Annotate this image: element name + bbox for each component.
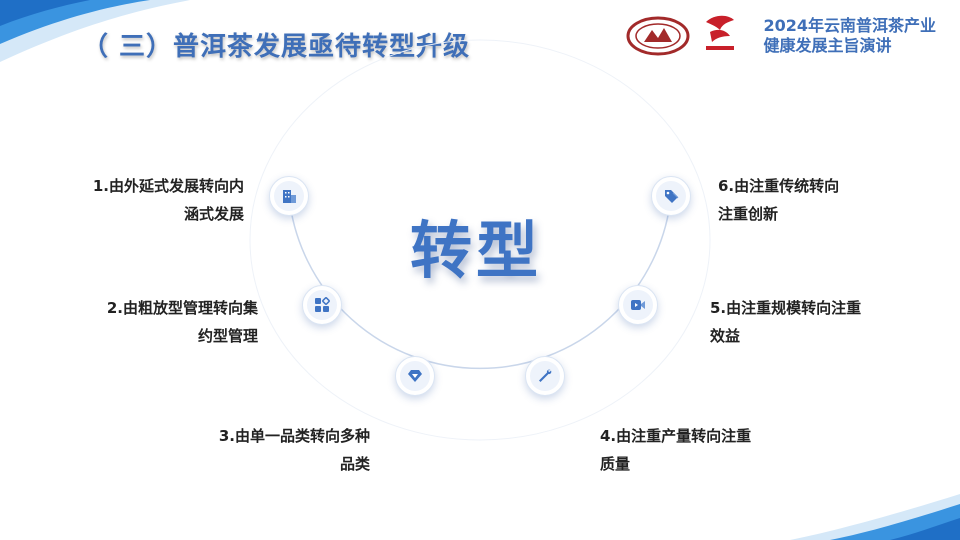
item-5-line1: 5.由注重规模转向注重: [710, 299, 862, 317]
item-6-line2: 注重创新: [718, 205, 779, 223]
node-4: [525, 356, 565, 396]
node-2: [302, 285, 342, 325]
apps-grid-icon: [315, 297, 330, 312]
wrench-icon: [539, 369, 552, 382]
association-seal-logo: [626, 16, 690, 56]
item-6-label: 6.由注重传统转向 注重创新: [718, 172, 839, 228]
price-tag-icon: [665, 190, 679, 203]
node-1: [269, 176, 309, 216]
transformation-keyword: 转型: [410, 214, 543, 287]
item-3-line1: 3.由单一品类转向多种: [218, 427, 370, 445]
item-5-label: 5.由注重规模转向注重 效益: [710, 294, 861, 350]
video-camera-icon: [631, 300, 645, 310]
item-2-line1: 2.由粗放型管理转向集: [106, 299, 258, 317]
event-title: 2024年云南普洱茶产业 健康发展主旨演讲: [763, 16, 936, 56]
item-4-label: 4.由注重产量转向注重 质量: [600, 422, 751, 478]
item-5-line2: 效益: [710, 327, 741, 345]
item-1-label: 1.由外延式发展转向内 涵式发展: [93, 172, 244, 228]
item-2-label: 2.由粗放型管理转向集 约型管理: [107, 294, 258, 350]
bottom-right-wave-decoration: [790, 494, 960, 540]
event-title-line2: 健康发展主旨演讲: [763, 36, 892, 55]
event-title-line1: 2024年云南普洱茶产业: [763, 16, 936, 35]
diamond-icon: [408, 370, 422, 382]
item-1-line2: 涵式发展: [183, 205, 244, 223]
node-3: [395, 356, 435, 396]
node-6: [651, 176, 691, 216]
item-2-line2: 约型管理: [197, 327, 258, 345]
node-5: [618, 285, 658, 325]
item-3-label: 3.由单一品类转向多种 品类: [219, 422, 370, 478]
page-title: （ 三）普洱茶发展亟待转型升级: [82, 32, 471, 62]
item-6-line1: 6.由注重传统转向: [718, 177, 840, 195]
top-left-wave-decoration: [0, 0, 190, 62]
item-4-line1: 4.由注重产量转向注重: [600, 427, 752, 445]
item-3-line2: 品类: [339, 455, 370, 473]
tea-brand-logo: [706, 15, 734, 50]
item-4-line2: 质量: [600, 455, 631, 473]
building-icon: [283, 190, 296, 203]
item-1-line1: 1.由外延式发展转向内: [92, 177, 244, 195]
